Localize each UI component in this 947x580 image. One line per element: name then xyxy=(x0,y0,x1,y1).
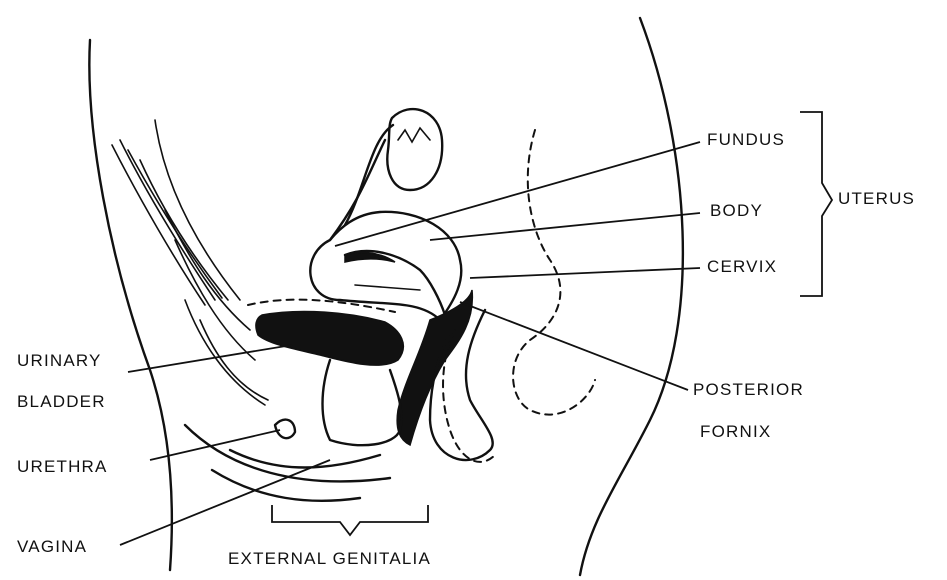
leader-lines xyxy=(120,142,700,545)
genitalia-bracket xyxy=(272,505,428,535)
body-label: BODY xyxy=(710,199,763,223)
bladder xyxy=(256,311,403,365)
urinary-label: URINARY xyxy=(17,349,102,373)
fornix-label: FORNIX xyxy=(700,420,771,444)
body-outline-left xyxy=(89,40,171,570)
urethra-label: URETHRA xyxy=(17,455,108,479)
vagina-label: VAGINA xyxy=(17,535,87,559)
bladder-label: BLADDER xyxy=(17,390,106,414)
posterior-label: POSTERIOR xyxy=(693,378,804,402)
body-outline-right xyxy=(580,18,683,575)
uterus xyxy=(310,212,461,320)
cervix-label: CERVIX xyxy=(707,255,777,279)
urethra-structure xyxy=(323,360,402,445)
uterus-label: UTERUS xyxy=(838,187,915,211)
fundus-label: FUNDUS xyxy=(707,128,785,152)
external-genitalia-label: EXTERNAL GENITALIA xyxy=(228,547,431,571)
uterus-bracket xyxy=(800,112,832,296)
